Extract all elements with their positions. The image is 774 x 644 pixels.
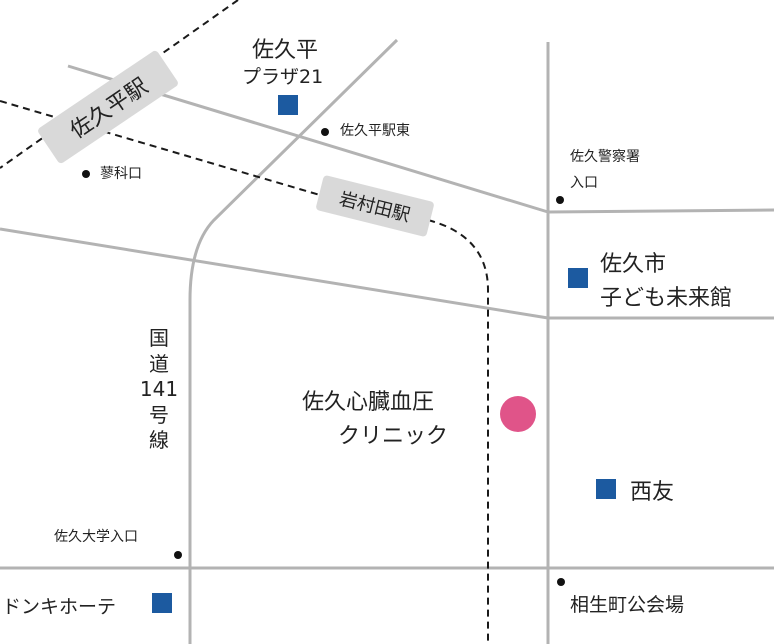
road-diagonal-lower: [0, 227, 549, 320]
kids-hall-marker-icon[interactable]: [568, 268, 588, 288]
plaza-marker-icon[interactable]: [278, 95, 298, 115]
route-141-line5: 線: [149, 428, 169, 453]
plaza-label-line2: プラザ21: [242, 66, 324, 88]
clinic-name-line2: クリニック: [338, 424, 449, 449]
seiyu-label: 西友: [630, 480, 675, 505]
kids-hall-label-line2: 子ども未来館: [600, 286, 733, 311]
clinic-location-icon[interactable]: [500, 396, 536, 432]
aioi-label: 相生町公会場: [570, 594, 685, 616]
aioi-dot-icon: [557, 578, 565, 586]
road-east-upper: [547, 208, 774, 214]
seiyu-marker-icon[interactable]: [596, 479, 616, 499]
rail-line-koumi-upper: [0, 100, 331, 199]
plaza-label-line1: 佐久平: [252, 38, 319, 63]
route-141-line1: 国: [149, 326, 169, 350]
route-141-line4: 号: [149, 402, 169, 427]
sakudaira-east-dot-icon: [321, 128, 329, 136]
donki-marker-icon[interactable]: [152, 593, 172, 613]
saku-univ-dot-icon: [174, 551, 182, 559]
police-label-line2: 入口: [570, 175, 598, 191]
kids-hall-label-line1: 佐久市: [600, 252, 667, 277]
route-141-line3: 141: [139, 377, 179, 402]
donki-label: ドンキホーテ: [2, 596, 117, 618]
tateshina-label: 蓼科口: [100, 166, 142, 182]
route-141-label: 国 道 141 号 線: [135, 326, 183, 454]
police-dot-icon: [556, 196, 564, 204]
rail-line-koumi-lower: [427, 219, 489, 644]
route-141-line2: 道: [149, 351, 169, 376]
sakudaira-east-label: 佐久平駅東: [340, 123, 410, 139]
tateshina-dot-icon: [82, 170, 90, 178]
police-label-line1: 佐久警察署: [570, 149, 640, 165]
road-national-141: [188, 38, 399, 644]
clinic-name-line1: 佐久心臓血圧: [302, 390, 435, 415]
saku-univ-label: 佐久大学入口: [54, 529, 138, 545]
